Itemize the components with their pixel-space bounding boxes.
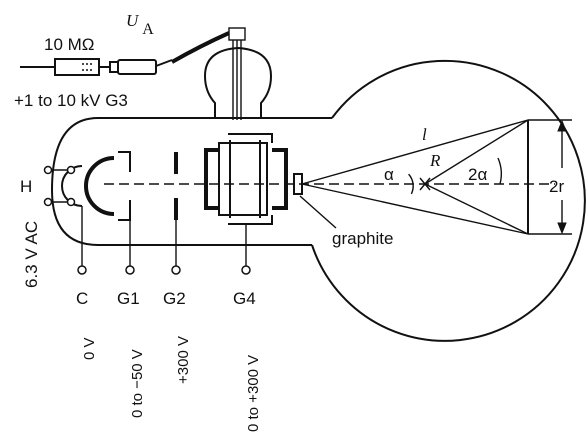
hv-cable bbox=[155, 31, 230, 67]
electrode-g2-voltage: +300 V bbox=[175, 336, 192, 384]
heater-voltage-label: 6.3 V AC bbox=[22, 221, 41, 288]
electrode-c-voltage: 0 V bbox=[81, 337, 98, 360]
tube-envelope bbox=[50, 46, 586, 342]
anode-voltage-subscript: A bbox=[142, 21, 154, 38]
grid-g1 bbox=[118, 151, 131, 221]
diffraction-cone bbox=[301, 119, 529, 235]
radius-label: R bbox=[429, 151, 441, 170]
length-label: l bbox=[422, 125, 427, 144]
electrode-g1-label: G1 bbox=[117, 289, 140, 308]
electrode-c-label: C bbox=[76, 289, 88, 308]
supply-range-label: +1 to 10 kV G3 bbox=[14, 91, 128, 110]
grid-g4-lens bbox=[204, 133, 303, 225]
electrode-g1-voltage: 0 to −50 V bbox=[129, 349, 146, 418]
two-r-dimension bbox=[528, 119, 572, 235]
resistor bbox=[20, 58, 157, 76]
arrow-up-icon bbox=[557, 119, 567, 132]
two-alpha-label: 2α bbox=[468, 165, 487, 184]
resistor-label: 10 MΩ bbox=[44, 35, 95, 54]
graphite-label: graphite bbox=[332, 229, 393, 248]
electrode-g4-label: G4 bbox=[233, 289, 256, 308]
arrow-down-icon bbox=[557, 222, 567, 235]
electrode-g4-voltage: 0 to +300 V bbox=[245, 355, 262, 432]
alpha-label: α bbox=[384, 165, 394, 184]
graphite-leader bbox=[299, 195, 337, 229]
terminal-leads bbox=[77, 206, 251, 275]
cathode-heater bbox=[43, 156, 115, 216]
anode-top-connector bbox=[228, 27, 246, 120]
heater-label: H bbox=[20, 177, 32, 196]
electrode-g2-label: G2 bbox=[163, 289, 186, 308]
two-r-label: 2r bbox=[549, 177, 564, 196]
